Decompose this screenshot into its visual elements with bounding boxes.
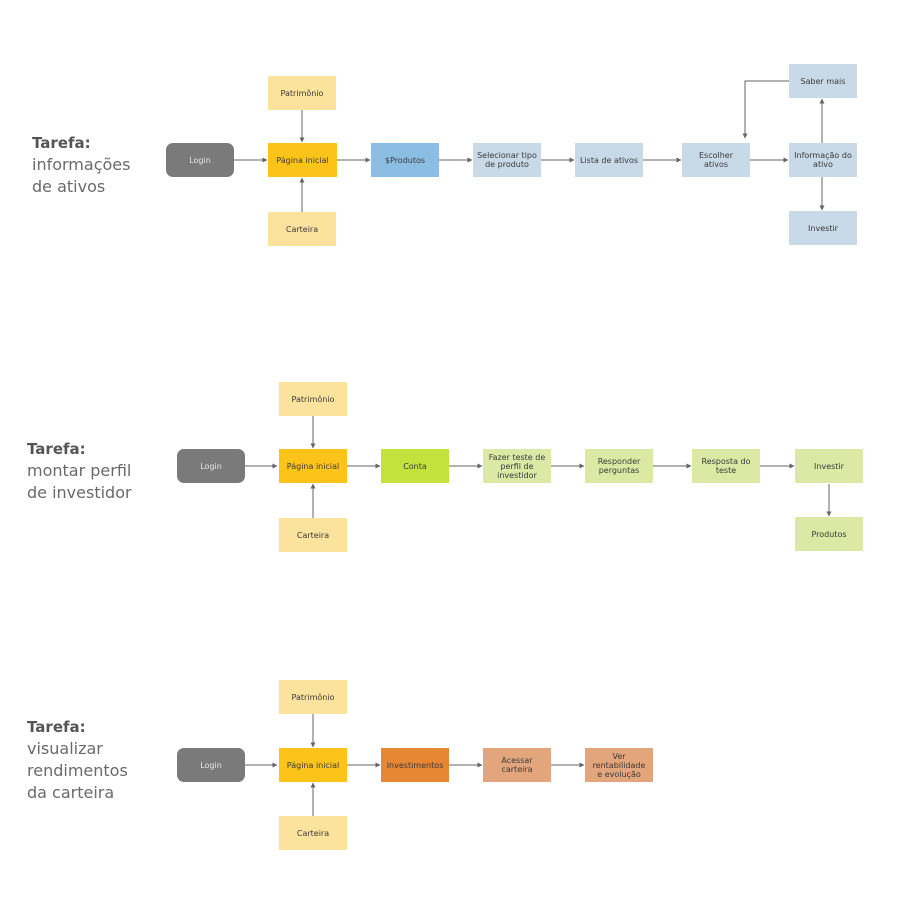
node-patrimonio: Patrimônio [279,382,347,416]
node-lista-ativos: Lista de ativos [575,143,643,177]
task-label: Tarefa: [32,134,91,152]
node-carteira: Carteira [268,212,336,246]
node-carteira: Carteira [279,816,347,850]
node-acessar-carteira: Acessar carteira [483,748,551,782]
node-patrimonio: Patrimônio [279,680,347,714]
node-conta: Conta [381,449,449,483]
task-line: montar perfil [27,461,132,480]
task-title-montar-perfil: Tarefa: montar perfil de investidor [27,438,132,504]
node-produtos: $Produtos [371,143,439,177]
node-investir: Investir [789,211,857,245]
node-login: Login [177,449,245,483]
node-resposta-teste: Resposta do teste [692,449,760,483]
task-title-informacoes-ativos: Tarefa: informações de ativos [32,132,130,198]
node-ver-rentabilidade: Ver rentabilidade e evolução [585,748,653,782]
task-line: de ativos [32,177,106,196]
node-login: Login [177,748,245,782]
node-pagina-inicial: Página inicial [279,449,347,483]
node-saber-mais: Saber mais [789,64,857,98]
node-investir: Investir [795,449,863,483]
node-escolher-ativos: Escolher ativos [682,143,750,177]
node-pagina-inicial: Página inicial [268,143,337,177]
task-line: da carteira [27,783,115,802]
node-informacao-ativo: Informação do ativo [789,143,857,177]
node-selecionar-tipo: Selecionar tipo de produto [473,143,541,177]
node-fazer-teste-perfil: Fazer teste de perfil de investidor [483,449,551,483]
node-patrimonio: Patrimônio [268,76,336,110]
node-login: Login [166,143,234,177]
task-title-visualizar-rendimentos: Tarefa: visualizar rendimentos da cartei… [27,716,128,804]
arrow-f1-saber-escolher [742,80,789,139]
task-label: Tarefa: [27,718,86,736]
node-investimentos: Investimentos [381,748,449,782]
task-line: rendimentos [27,761,128,780]
node-pagina-inicial: Página inicial [279,748,347,782]
task-line: visualizar [27,739,103,758]
node-carteira: Carteira [279,518,347,552]
task-line: informações [32,155,131,174]
node-produtos: Produtos [795,517,863,551]
task-line: de investidor [27,483,132,502]
task-label: Tarefa: [27,440,86,458]
node-responder-perguntas: Responder perguntas [585,449,653,483]
